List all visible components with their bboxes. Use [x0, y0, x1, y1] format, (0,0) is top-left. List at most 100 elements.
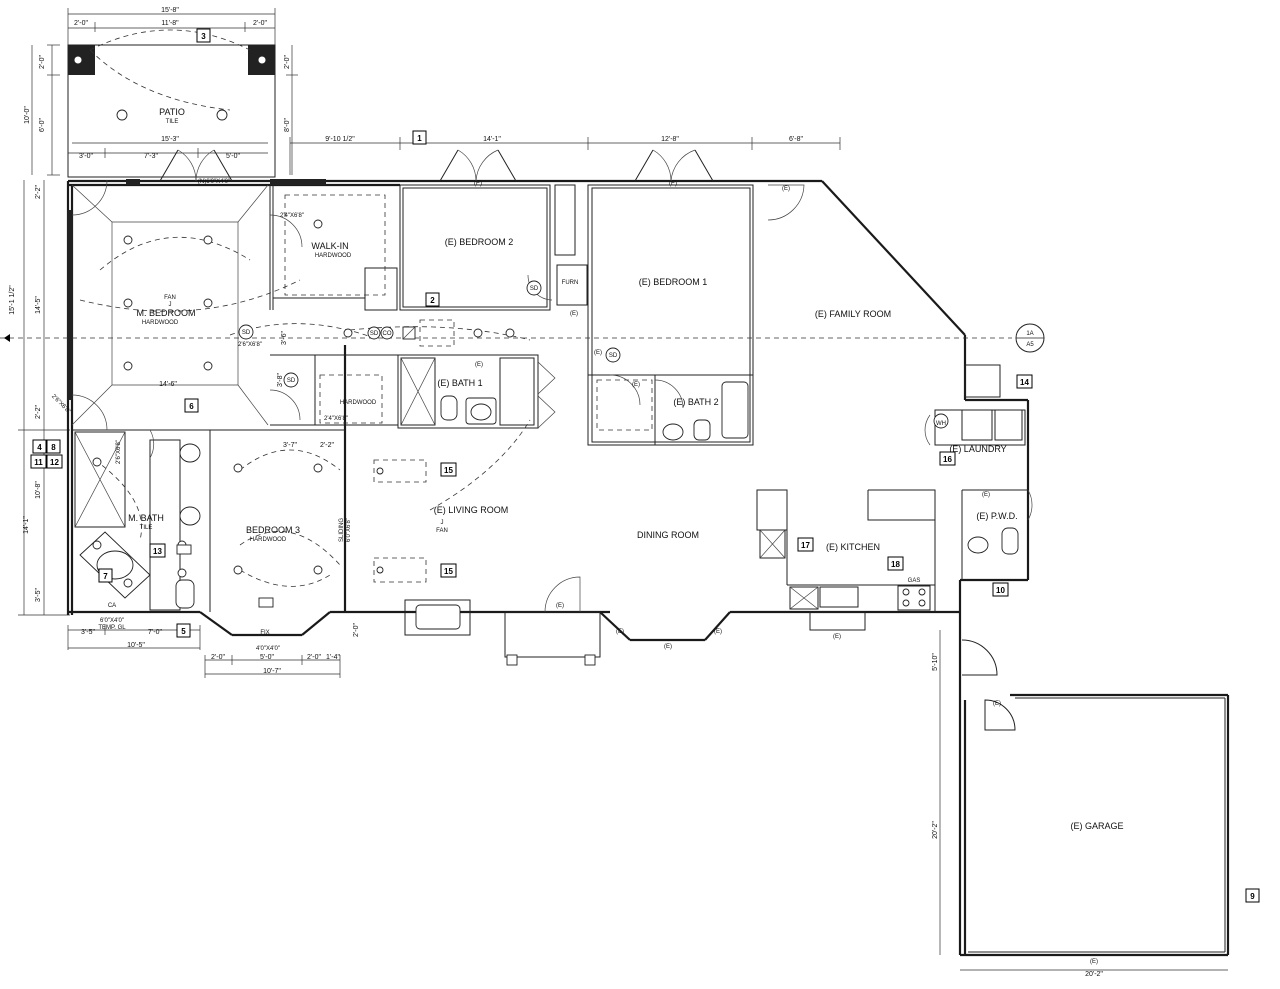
e-tag: (E) [594, 350, 602, 356]
mbed-j: J [169, 302, 172, 308]
walkin-door: 2'4"X6'8" [280, 213, 304, 219]
sliding-label: SLIDING [339, 518, 345, 542]
tag-10: 10 [992, 582, 1009, 597]
room-family: (E) FAMILY ROOM [815, 309, 891, 319]
dim-top-overall: 15'-8" [161, 7, 179, 14]
e-tag: (E) [982, 492, 990, 498]
garage: 5'-10" 20'-2" 20'-2" (E) GARAGE [932, 630, 1230, 978]
fix-label: FIX [260, 630, 269, 636]
svg-text:15: 15 [444, 567, 453, 576]
dim-patio-row2: 7'-3" [144, 153, 158, 160]
dim-patio-inner: 15'-3" [161, 136, 179, 143]
wh-label: WH [936, 421, 946, 427]
tag-15a: 15 [440, 462, 457, 477]
e-tag: (E) [1090, 959, 1098, 965]
dim-left-v2: 10'-0" [24, 106, 31, 124]
svg-text:9: 9 [1250, 892, 1255, 901]
room-bedroom3: BEDROOM 3 [246, 525, 300, 535]
room-living: (E) LIVING ROOM [434, 505, 509, 515]
section-marker-bottom: A5 [1026, 342, 1034, 348]
tag-9: 9 [1245, 888, 1260, 903]
living-fan: FAN [436, 528, 448, 534]
sd-hall: SD [370, 331, 379, 337]
dim-bot-2: 7'-0" [148, 629, 162, 636]
e-tag: (E) [474, 181, 482, 187]
dim-bed3-v: 2'-0" [353, 623, 360, 637]
dim-left-v10: 3'-5" [35, 588, 42, 602]
mbath-door: 2'6"X6'8" [116, 440, 122, 464]
bath-window: 6'0"X4'0" [100, 618, 124, 624]
svg-text:5: 5 [181, 627, 186, 636]
tag-13: 13 [149, 543, 166, 558]
electrical-runs [0, 236, 1012, 587]
svg-text:11: 11 [34, 458, 43, 467]
room-bedroom1: (E) BEDROOM 1 [639, 277, 708, 287]
dim-house-top3: 12'-8" [661, 136, 679, 143]
room-pwd: (E) P.W.D. [976, 511, 1017, 521]
room-mbedroom: M. BEDROOM [136, 308, 195, 318]
room-labels: WALK-IN HARDWOOD (E) BEDROOM 2 (E) BEDRO… [128, 237, 1018, 552]
ca-label: CA [108, 603, 116, 609]
walkin-finish: HARDWOOD [315, 253, 352, 259]
dim-garage-v1: 5'-10" [932, 653, 939, 671]
e-tag: (E) [833, 634, 841, 640]
dim-top-mid: 11'-8" [161, 20, 179, 27]
dim-closet-w: 3'-7" [283, 442, 297, 449]
dim-patio-right-v: 2'-0" [284, 55, 291, 69]
e-tag: (E) [669, 181, 677, 187]
left-dimensions: 2'-0" 6'-0" 10'-0" 15'-1 1/2" 14'-5" 2'-… [9, 44, 70, 616]
svg-text:6: 6 [189, 402, 194, 411]
dim-house-top4: 6'-8" [789, 136, 803, 143]
number-tags: 1 2 3 4 5 6 7 8 9 10 11 12 13 14 15 15 1… [30, 28, 1260, 903]
svg-text:10: 10 [996, 586, 1005, 595]
furn-label: FURN [562, 280, 579, 286]
patio-finish: TILE [166, 119, 179, 125]
room-walkin: WALK-IN [311, 241, 348, 251]
e-tag: (E) [570, 311, 578, 317]
tag-12: 12 [46, 454, 63, 469]
e-tag: (E) [556, 603, 564, 609]
bedroom3-finish: HARDWOOD [250, 537, 287, 543]
dim-patio-row3: 5'-0" [226, 153, 240, 160]
e-tag: (E) [714, 629, 722, 635]
tag-14: 14 [1016, 374, 1033, 389]
tag-6: 6 [184, 398, 199, 413]
room-mbath: M. BATH [128, 513, 164, 523]
sd-bedroom1: SD [609, 353, 618, 359]
room-laundry: (E) LAUNDRY [949, 444, 1006, 454]
patio-door: (N)6'0"X4'0" [198, 179, 230, 185]
dim-left-v5: 14'-5" [35, 296, 42, 314]
e-tag: (E) [475, 362, 483, 368]
bottom-dimensions: 3'-5" 7'-0" 10'-5" 2'-0" 5'-0" 2'-0" 1'-… [67, 331, 360, 678]
dim-garage-v2: 20'-2" [932, 821, 939, 839]
dim-patio-row1: 3'-0" [79, 153, 93, 160]
svg-text:2: 2 [430, 296, 435, 305]
dim-bot-6: 2'-0" [307, 654, 321, 661]
dim-mbed-inner: 14'-6" [159, 381, 177, 388]
e-tag: (E) [616, 629, 624, 635]
svg-text:7: 7 [103, 572, 108, 581]
sd-closet: SD [287, 378, 296, 384]
section-marker-top: 1A [1026, 331, 1033, 337]
patio: PATIO TILE [67, 29, 276, 178]
patio-right-dimensions: 2'-0" 8'-0" [284, 45, 298, 175]
tag-2: 2 [425, 292, 440, 307]
light-fixtures [92, 219, 515, 608]
e-tag: (E) [993, 701, 1001, 707]
sliding-size: 6'0"X6'8" [346, 518, 352, 542]
tag-11: 11 [30, 454, 47, 469]
bay-window: 4'0"X4'0" [256, 646, 280, 652]
closet-door: 2'4"X6'8" [324, 416, 348, 422]
svg-text:1: 1 [417, 134, 422, 143]
dim-left-v8: 10'-8" [35, 481, 42, 499]
svg-text:14: 14 [1020, 378, 1029, 387]
tag-16: 16 [939, 451, 956, 466]
dim-left-v6: 2'-2" [35, 185, 42, 199]
e-tag: (E) [664, 644, 672, 650]
dim-mbed-v: 3'-6" [281, 331, 288, 345]
room-garage: (E) GARAGE [1070, 821, 1123, 831]
section-marker: 1A A5 [4, 323, 1045, 353]
dim-bot-5: 5'-0" [260, 654, 274, 661]
dim-bot-8: 10'-7" [263, 668, 281, 675]
